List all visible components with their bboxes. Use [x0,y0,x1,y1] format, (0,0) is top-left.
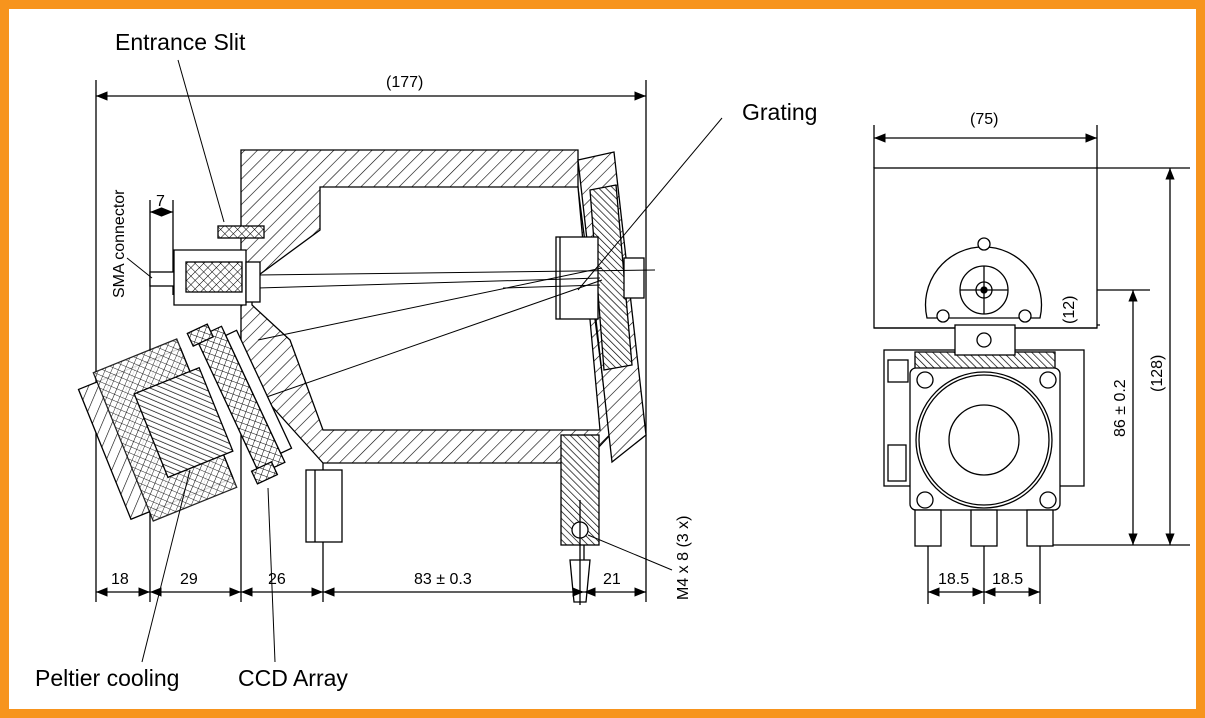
dimension-offset-12: (12) [1061,296,1078,324]
dimension-83: 83 ± 0.3 [414,571,472,588]
entrance-slit-label: Entrance Slit [115,29,246,55]
dimension-18: 18 [111,571,129,588]
grating-label: Grating [742,99,817,125]
dimension-height-128: (128) [1149,355,1166,392]
ccd-array-label: CCD Array [238,665,348,691]
peltier-cooling-label: Peltier cooling [35,665,179,691]
dimension-29: 29 [180,571,198,588]
dimension-foot-spacing-2: 18.5 [992,571,1023,588]
dimension-width-75: (75) [970,111,998,128]
dimension-26: 26 [268,571,286,588]
dimension-sma-offset: 7 [156,193,165,210]
screw-spec-label: M4 x 8 (3 x) [675,516,692,600]
dimension-overall-length: (177) [386,74,423,91]
dimension-21: 21 [603,571,621,588]
side-view [77,59,723,663]
dimension-height-86: 86 ± 0.2 [1112,379,1129,437]
dimension-foot-spacing-1: 18.5 [938,571,969,588]
sma-connector-label: SMA connector [111,189,128,298]
front-view [873,125,1190,604]
